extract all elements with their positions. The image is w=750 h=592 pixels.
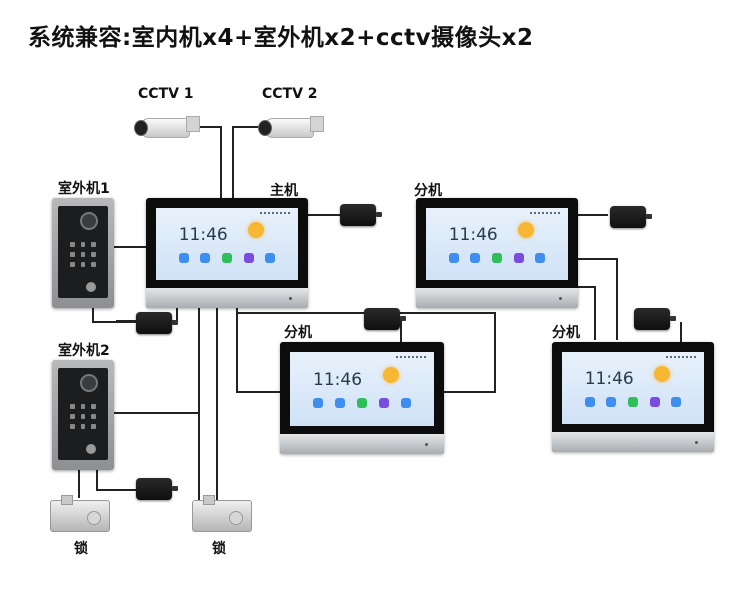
sun-icon [517,222,534,239]
cctv2-label: CCTV 2 [262,86,318,102]
lock2-label: 锁 [212,541,226,557]
power-adapter-icon [364,308,406,330]
sun-icon [247,222,264,239]
power-adapter-icon [634,308,676,330]
electric-lock-icon [192,495,252,532]
sub1-label: 分机 [414,183,442,199]
clock-text: 11:46 [178,225,228,246]
monitor-icon: 11:46 [280,342,444,454]
power-adapter-icon [136,312,178,334]
clock-text: 11:46 [448,225,498,246]
monitor-icon: 11:46 [552,342,714,452]
doorbell-icon [52,360,114,470]
sun-icon [383,366,400,383]
doorbell-icon [52,198,114,308]
power-adapter-icon [610,206,652,228]
sub2-label: 分机 [284,325,312,341]
outdoor1-label: 室外机1 [58,181,110,197]
sub3-label: 分机 [552,325,580,341]
clock-text: 11:46 [584,369,634,390]
outdoor2-label: 室外机2 [58,343,110,359]
camera-icon [258,114,324,138]
main-label: 主机 [270,183,298,199]
camera-icon [134,114,200,138]
electric-lock-icon [50,495,110,532]
clock-text: 11:46 [313,369,363,390]
power-adapter-icon [136,478,178,500]
diagram-title: 系统兼容:室内机x4+室外机x2+cctv摄像头x2 [28,25,534,51]
monitor-icon: 11:46 [416,198,578,308]
lock1-label: 锁 [74,541,88,557]
monitor-icon: 11:46 [146,198,308,308]
cctv1-label: CCTV 1 [138,86,194,102]
power-adapter-icon [340,204,382,226]
sun-icon [653,366,670,383]
